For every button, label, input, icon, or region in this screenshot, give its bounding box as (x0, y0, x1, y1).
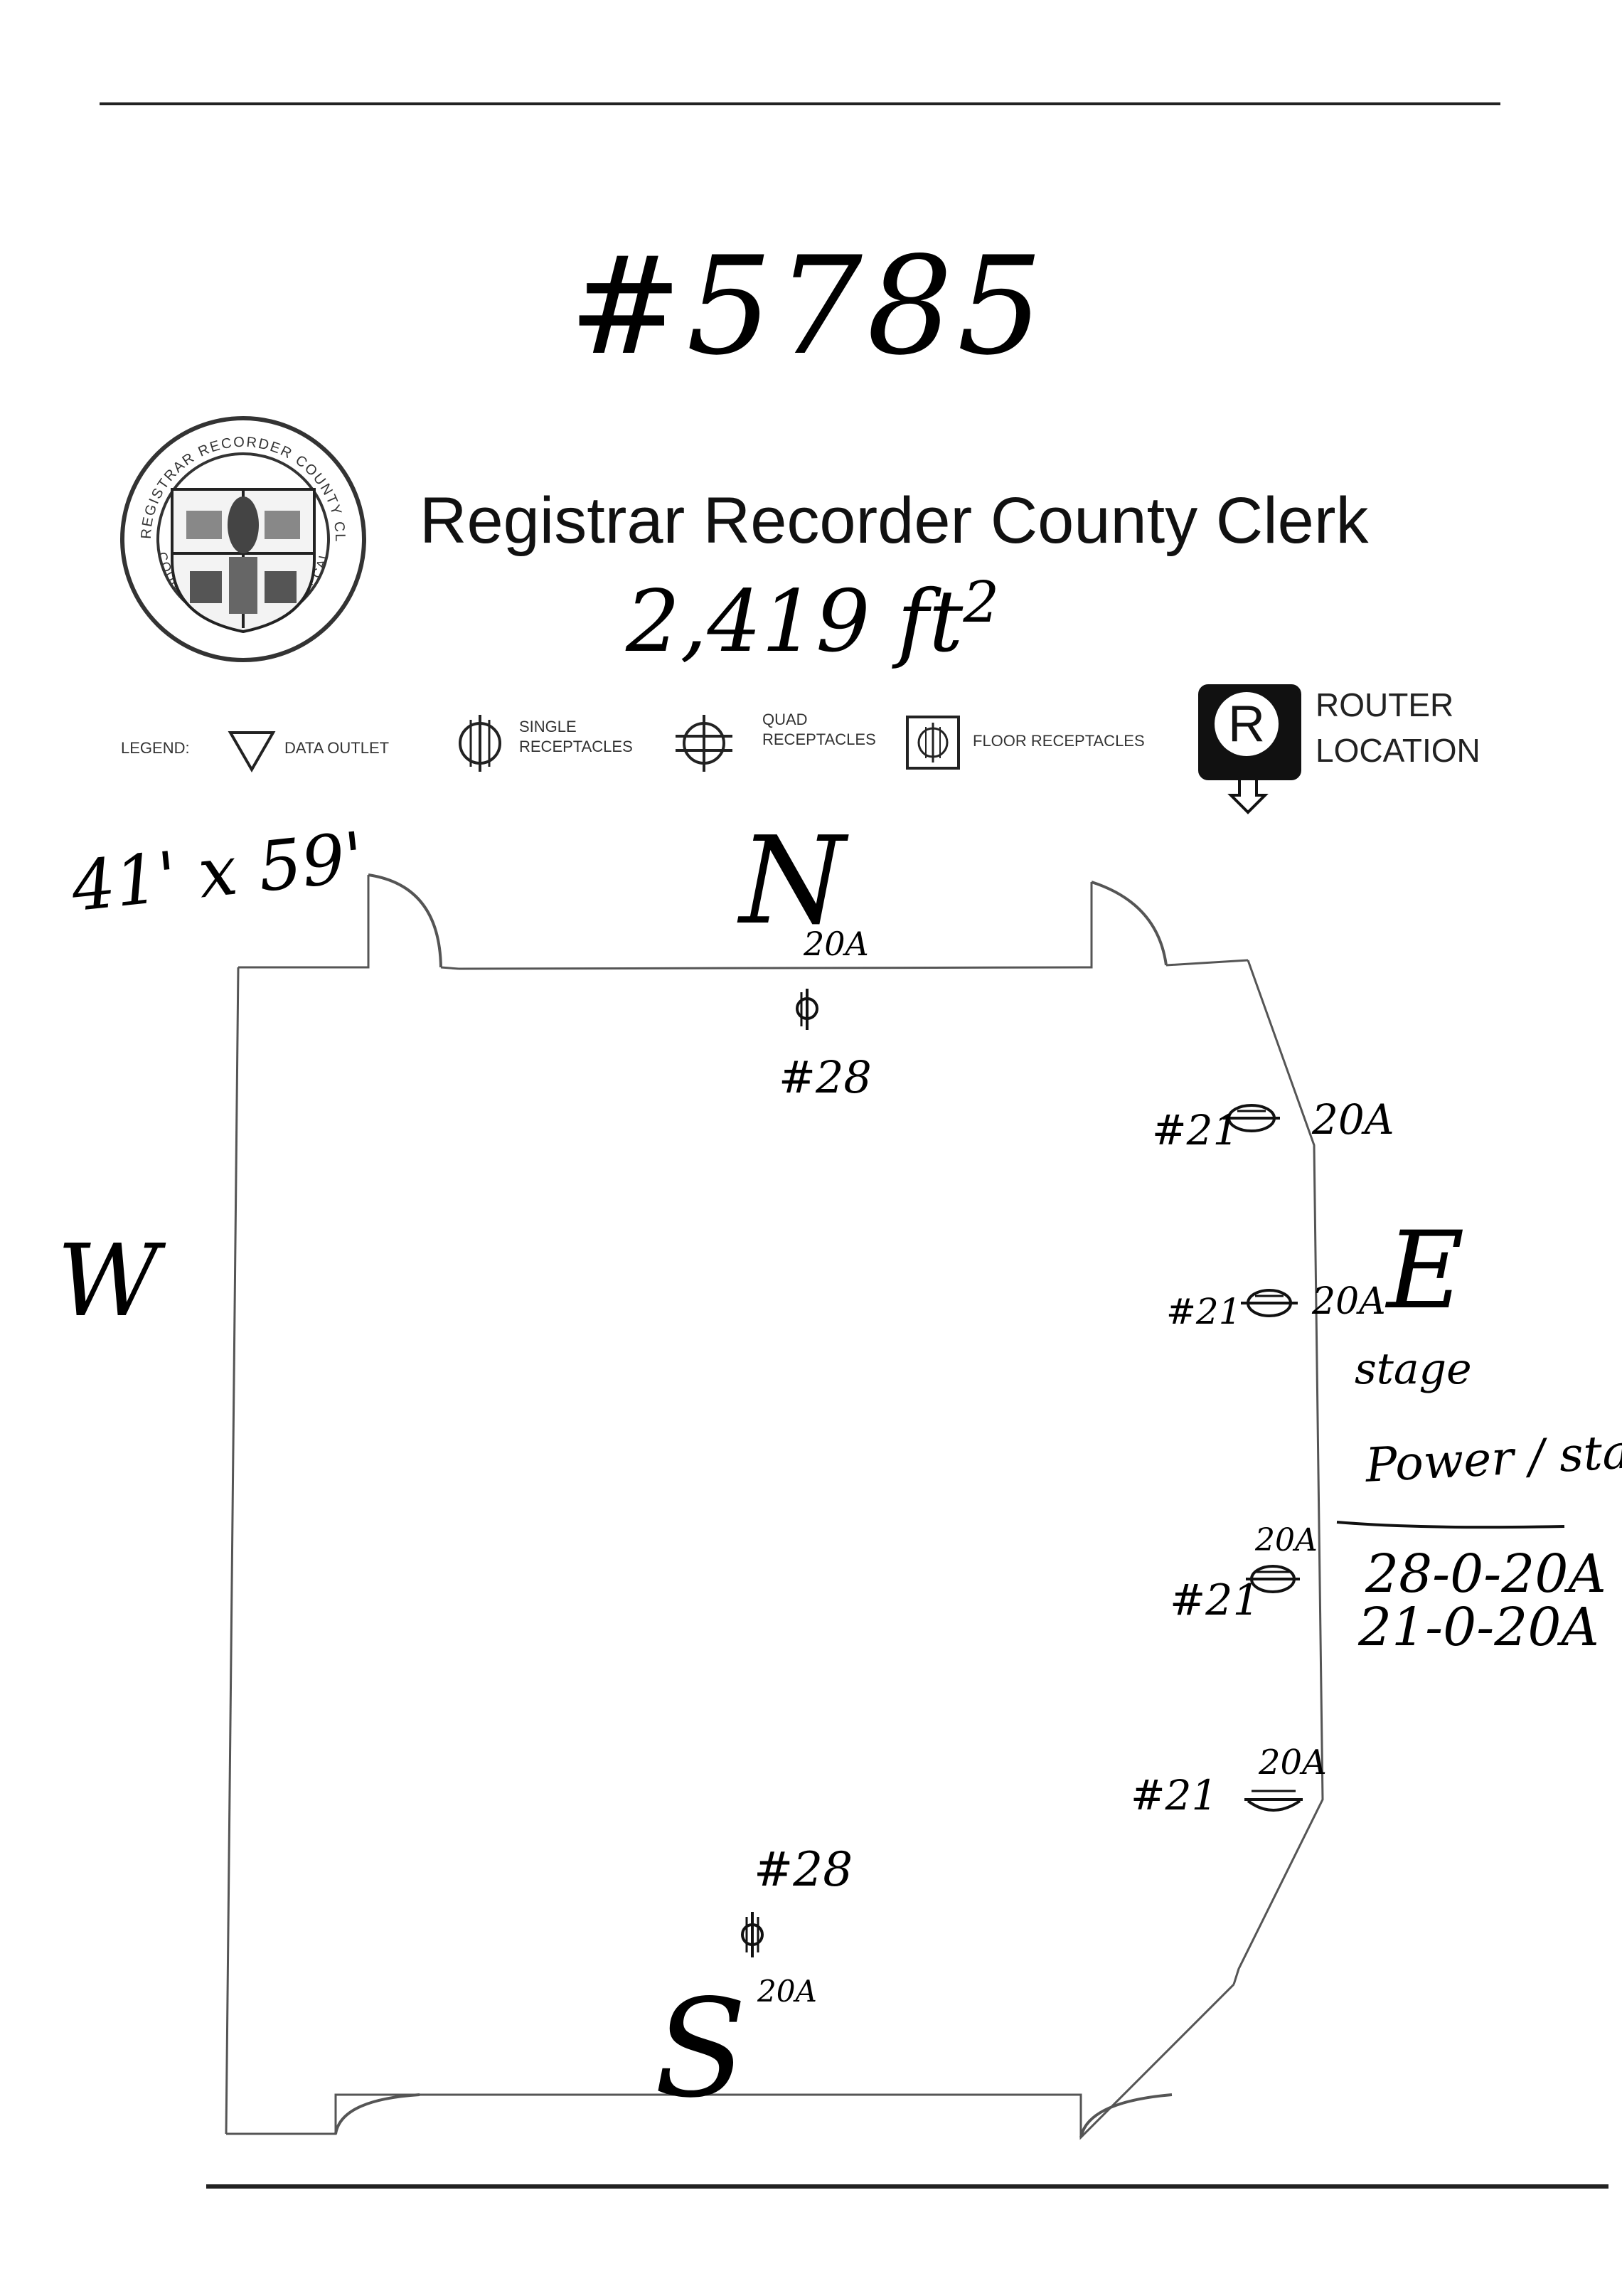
area-value: 2,419 ft (626, 573, 964, 671)
county-seal-logo: REGISTRAR RECORDER COUNTY CLERK COUNTY O… (115, 411, 371, 667)
legend-quad-line1: QUAD (762, 711, 808, 728)
doc-number: #5785 (569, 228, 1047, 385)
east1-amp-label: 20A (1312, 1095, 1394, 1144)
south-circuit-label: #28 (754, 1842, 853, 1897)
legend-data-outlet: DATA OUTLET (284, 739, 390, 757)
stage-label: stage (1355, 1344, 1472, 1394)
east2-circuit-label: #21 (1166, 1291, 1242, 1332)
data-outlet-icon (228, 731, 276, 773)
compass-north: N (740, 811, 845, 952)
router-arrow-icon (1227, 777, 1269, 814)
legend-router-line1: ROUTER (1316, 686, 1454, 723)
compass-east: E (1387, 1209, 1465, 1333)
single-receptacle-icon (459, 715, 501, 772)
panel-line-2: 21-0-20A (1358, 1597, 1599, 1658)
east-quad-receptacle-1-icon (1223, 1104, 1280, 1132)
south-amp-label: 20A (757, 1974, 817, 2009)
compass-south: S (654, 1970, 747, 2127)
east1-circuit-label: #21 (1152, 1106, 1239, 1154)
legend-router-line2: LOCATION (1316, 732, 1480, 769)
compass-west: W (57, 1223, 159, 1339)
east3-circuit-label: #21 (1170, 1575, 1260, 1625)
south-single-receptacle-icon (741, 1912, 764, 1957)
legend: LEGEND: DATA OUTLET SINGLE RECEPTACLES Q… (0, 684, 1622, 814)
east3-amp-label: 20A (1255, 1522, 1318, 1558)
east4-amp-label: 20A (1259, 1743, 1327, 1782)
legend-single-line2: RECEPTACLES (519, 738, 633, 755)
panel-line-1: 28-0-20A (1365, 1543, 1606, 1605)
east2-amp-label: 20A (1312, 1280, 1386, 1323)
north-circuit-label: #28 (779, 1051, 872, 1103)
area-exponent: 2 (963, 569, 1000, 635)
floor-receptacle-icon (906, 716, 960, 770)
legend-label: LEGEND: (121, 739, 190, 757)
quad-receptacle-icon (676, 715, 732, 772)
east4-circuit-label: #21 (1131, 1771, 1218, 1819)
legend-single-line1: SINGLE (519, 718, 577, 735)
east-quad-receptacle-4-icon (1244, 1790, 1303, 1812)
north-single-receptacle-icon (796, 989, 818, 1030)
north-amp-label: 20A (804, 925, 869, 963)
page-title: Registrar Recorder County Clerk (420, 484, 1369, 557)
legend-quad-line2: RECEPTACLES (762, 730, 876, 748)
legend-floor: FLOOR RECEPTACLES (973, 732, 1145, 750)
east-quad-receptacle-2-icon (1241, 1289, 1298, 1317)
power-stage-underline (1336, 1521, 1565, 1529)
east-quad-receptacle-3-icon (1246, 1565, 1300, 1593)
area-label: 2,419 ft2 (626, 569, 999, 671)
router-letter: R (1215, 692, 1279, 756)
